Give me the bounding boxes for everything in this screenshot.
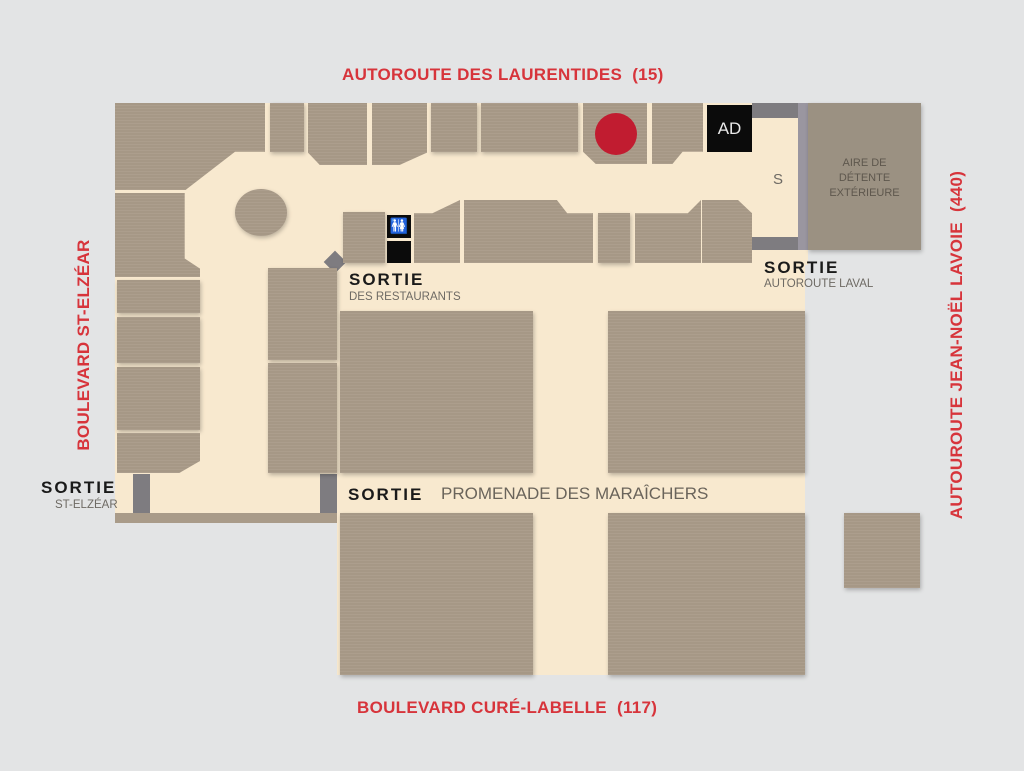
road-name: AUTOROUTE DES LAURENTIDES — [342, 65, 623, 84]
store[interactable] — [270, 103, 304, 152]
exit-door-st-elzear — [133, 474, 150, 515]
store[interactable] — [117, 317, 200, 363]
exit-restaurants-title: SORTIE — [349, 270, 425, 289]
outdoor-rest-area-label: AIRE DE DÉTENTE EXTÉRIEURE — [829, 157, 900, 199]
stairs-label: S — [773, 171, 784, 188]
exit-maraichers-title: SORTIE — [348, 485, 424, 504]
exit-laval-sub: AUTOROUTE LAVAL — [764, 278, 874, 290]
exit-door-maraichers — [320, 474, 337, 515]
restroom-icon: 🚻 — [387, 215, 411, 238]
you-are-here-marker — [595, 113, 637, 155]
road-label-south: BOULEVARD CURÉ-LABELLE (117) — [357, 698, 657, 718]
store[interactable] — [268, 268, 337, 360]
store[interactable] — [117, 280, 200, 313]
store[interactable] — [431, 103, 477, 152]
store[interactable] — [343, 212, 385, 263]
road-label-east: AUTOUROUTE JEAN-NOËL LAVOIE (440) — [947, 171, 967, 519]
store[interactable] — [372, 103, 427, 165]
outdoor-rest-area[interactable] — [808, 103, 921, 250]
store[interactable] — [608, 513, 805, 675]
wall — [752, 237, 808, 250]
kiosk[interactable] — [235, 189, 287, 236]
store[interactable] — [598, 213, 630, 263]
wall — [798, 103, 808, 250]
exit-laval-title: SORTIE — [764, 258, 840, 277]
exit-st-elzear-title: SORTIE — [41, 478, 117, 497]
store[interactable] — [481, 103, 578, 152]
atm-icon: AD — [707, 105, 752, 152]
exit-maraichers-sub: PROMENADE DES MARAÎCHERS — [441, 484, 709, 503]
exit-st-elzear-sub: ST-ELZÉAR — [55, 499, 118, 511]
outbuilding[interactable] — [844, 513, 920, 588]
store[interactable] — [268, 363, 337, 473]
restroom-block — [387, 241, 411, 263]
store[interactable] — [702, 200, 752, 263]
store[interactable] — [308, 103, 367, 165]
road-name: AUTOUROUTE JEAN-NOËL LAVOIE — [947, 222, 966, 520]
store[interactable] — [608, 311, 805, 473]
road-number: (117) — [617, 698, 658, 717]
store[interactable] — [340, 513, 533, 675]
road-label-west: BOULEVARD ST-ELZÉAR — [74, 239, 93, 451]
store[interactable] — [340, 311, 533, 473]
road-label-north: AUTOROUTE DES LAURENTIDES (15) — [342, 65, 664, 85]
building-edge — [115, 513, 337, 523]
store[interactable] — [117, 433, 200, 473]
road-number: (15) — [632, 65, 664, 84]
store[interactable] — [117, 367, 200, 430]
road-number: (440) — [947, 170, 966, 213]
exit-restaurants-sub: DES RESTAURANTS — [349, 291, 461, 303]
road-name: BOULEVARD CURÉ-LABELLE — [357, 698, 607, 717]
wall — [752, 103, 808, 118]
